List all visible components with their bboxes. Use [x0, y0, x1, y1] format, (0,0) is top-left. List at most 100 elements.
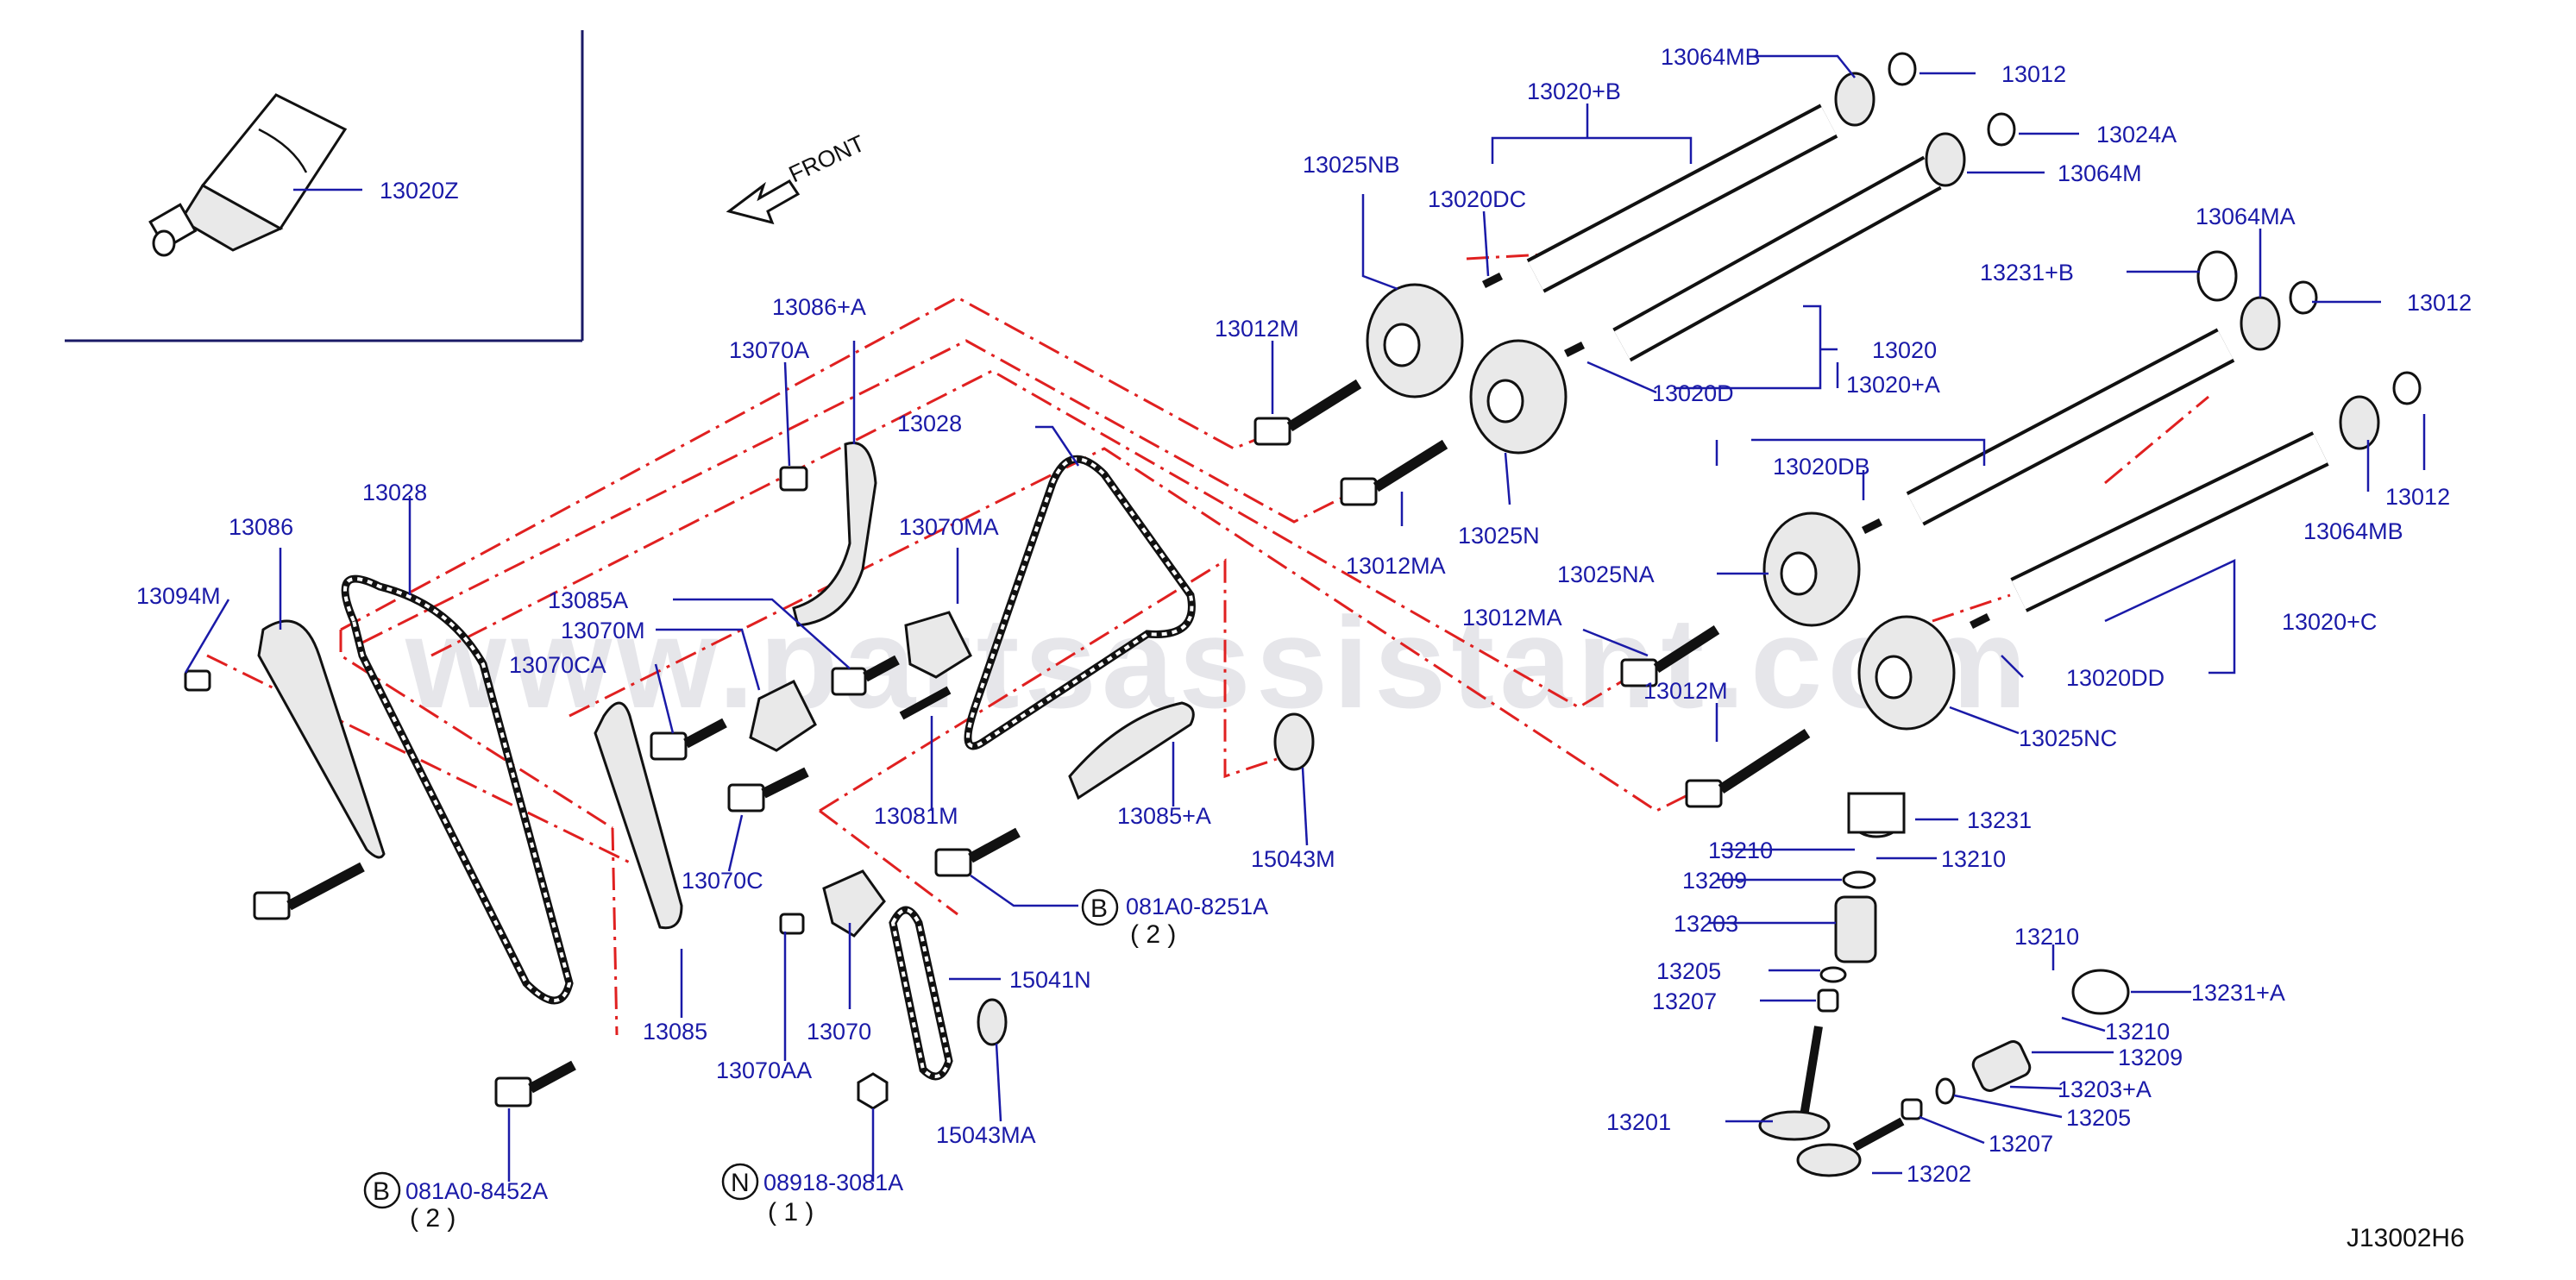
tensioner-13070: [822, 869, 886, 938]
label-13231-plus-b: 13231+B: [1980, 260, 2074, 285]
label-13070CA: 13070CA: [509, 652, 606, 678]
retainer-13209: [1842, 870, 1876, 889]
label-13210-b: 13210: [1941, 846, 2006, 872]
label-13024A: 13024A: [2096, 122, 2177, 147]
bolt-13070C-mid: [727, 767, 809, 813]
label-13020DC: 13020DC: [1428, 186, 1526, 212]
label-13094M: 13094M: [136, 583, 221, 609]
label-15043M: 15043M: [1251, 846, 1335, 872]
watermark-text: www.partsassistant.com: [405, 590, 2032, 735]
leader-lines: [184, 54, 2426, 1182]
pin-13020D: [1563, 341, 1586, 358]
label-13203-plus-a: 13203+A: [2058, 1076, 2152, 1102]
diagram-code: J13002H6: [2347, 1224, 2465, 1252]
label-13064MB-right: 13064MB: [2303, 518, 2403, 544]
label-08918-3081A: 08918-3081A: [763, 1170, 903, 1195]
label-13207-b: 13207: [1989, 1131, 2053, 1157]
qty-081A0-8452A: ( 2 ): [410, 1204, 456, 1233]
tensioner-arm-13085: [594, 701, 683, 930]
plug-13064MA: [2240, 296, 2281, 351]
label-13028-left: 13028: [362, 480, 427, 505]
label-13012-right: 13012: [2385, 484, 2450, 510]
front-arrow: FRONT: [726, 130, 869, 225]
camshaft-13020-plus-c: [2010, 431, 2329, 612]
label-13086: 13086: [229, 514, 293, 540]
label-13070MA: 13070MA: [899, 514, 999, 540]
label-13231-plus-a: 13231+A: [2191, 980, 2285, 1006]
label-13070M: 13070M: [561, 618, 645, 643]
label-13025NA: 13025NA: [1557, 562, 1655, 587]
sealant-inset-box: [65, 30, 584, 342]
cam-sprocket-13025NA: [1762, 511, 1861, 627]
nut-08918-3081A: [857, 1072, 889, 1110]
tensioner-13070M: [749, 679, 817, 752]
spring-13203-plus-a: [1971, 1040, 2032, 1092]
bolt-13070AA: [779, 913, 805, 935]
label-13025NC: 13025NC: [2019, 725, 2117, 751]
label-13025NB: 13025NB: [1303, 152, 1400, 178]
label-13012MA-mid: 13012MA: [1462, 605, 1562, 631]
label-13020DB: 13020DB: [1773, 454, 1870, 480]
label-13202: 13202: [1907, 1161, 1971, 1187]
label-081A0-8251A: 081A0-8251A: [1126, 894, 1268, 919]
label-13012MA-top: 13012MA: [1346, 553, 1446, 579]
label-13012-mid: 13012: [2407, 290, 2472, 316]
plug-13064M: [1925, 132, 1966, 187]
plug-13064MB-right: [2339, 395, 2380, 450]
label-13025N: 13025N: [1458, 523, 1540, 549]
circle-marker-B-081A0-8251A: B: [1081, 888, 1119, 926]
seat-13205-lower: [1935, 1077, 1956, 1105]
camshaft-13020-plus-a: [1906, 328, 2235, 526]
label-13020: 13020: [1872, 337, 1937, 363]
spring-seat-13205: [1819, 966, 1847, 983]
label-13064MB-top: 13064MB: [1661, 44, 1761, 70]
label-13203: 13203: [1674, 911, 1738, 937]
label-13020Z: 13020Z: [380, 178, 459, 204]
bolt-081A0-8452A: [494, 1060, 576, 1107]
label-13209-a: 13209: [1682, 868, 1747, 894]
label-13210-a: 13210: [1708, 838, 1773, 863]
intake-valve-13201: [1758, 1026, 1831, 1141]
sprocket-15043M: [1273, 712, 1315, 771]
svg-text:B: B: [373, 1177, 390, 1206]
front-label: FRONT: [785, 130, 869, 187]
svg-text:N: N: [731, 1169, 750, 1197]
plug-13012-top: [1888, 52, 1917, 86]
label-15043MA: 15043MA: [936, 1122, 1036, 1148]
qty-081A0-8251A: ( 2 ): [1130, 920, 1176, 949]
chain-guide-13086-plus-a: [792, 442, 877, 627]
plug-13024A: [1987, 112, 2016, 147]
bolt-13085A: [831, 655, 900, 696]
bolt-13070CA: [650, 718, 727, 761]
label-13070: 13070: [807, 1019, 871, 1045]
chain-15041N: [889, 906, 953, 1081]
qty-08918-3081A: ( 1 ): [768, 1198, 814, 1227]
part-labels: 13020Z 13064MB 13012 13020+B 13024A 1306…: [136, 44, 2472, 1233]
chain-guide-13085-plus-a: [1068, 701, 1195, 800]
timing-chain-13028-center: [964, 455, 1196, 750]
label-13020-plus-c: 13020+C: [2282, 609, 2377, 635]
label-13064MA: 13064MA: [2196, 204, 2296, 229]
label-13081M: 13081M: [874, 803, 958, 829]
label-081A0-8452A: 081A0-8452A: [405, 1178, 548, 1204]
camshaft-13020: [1612, 155, 1942, 362]
valve-lifter-13231: [1847, 792, 1906, 838]
cam-sprocket-13025NB: [1366, 283, 1464, 398]
cam-sprocket-13025NC: [1857, 615, 1956, 731]
label-13085-plus-a: 13085+A: [1117, 803, 1211, 829]
label-13207-a: 13207: [1652, 988, 1717, 1014]
camshaft-13020-plus-b: [1526, 104, 1838, 293]
label-13070C: 13070C: [682, 868, 763, 894]
label-13012M-mid: 13012M: [1643, 678, 1728, 704]
sealant-tube-13020Z: [148, 93, 348, 257]
pin-13020DD: [1969, 612, 1991, 630]
label-13205-b: 13205: [2066, 1105, 2131, 1131]
valve-spring-13203: [1834, 895, 1877, 963]
bolt-13070A: [779, 466, 808, 492]
label-13210-c: 13210: [2014, 924, 2079, 950]
label-13205-a: 13205: [1656, 958, 1721, 984]
label-13020-plus-a: 13020+A: [1846, 372, 1940, 398]
timing-chain-13028-left: [341, 574, 574, 1005]
label-13070AA: 13070AA: [716, 1057, 812, 1083]
label-13209-b: 13209: [2118, 1045, 2183, 1070]
